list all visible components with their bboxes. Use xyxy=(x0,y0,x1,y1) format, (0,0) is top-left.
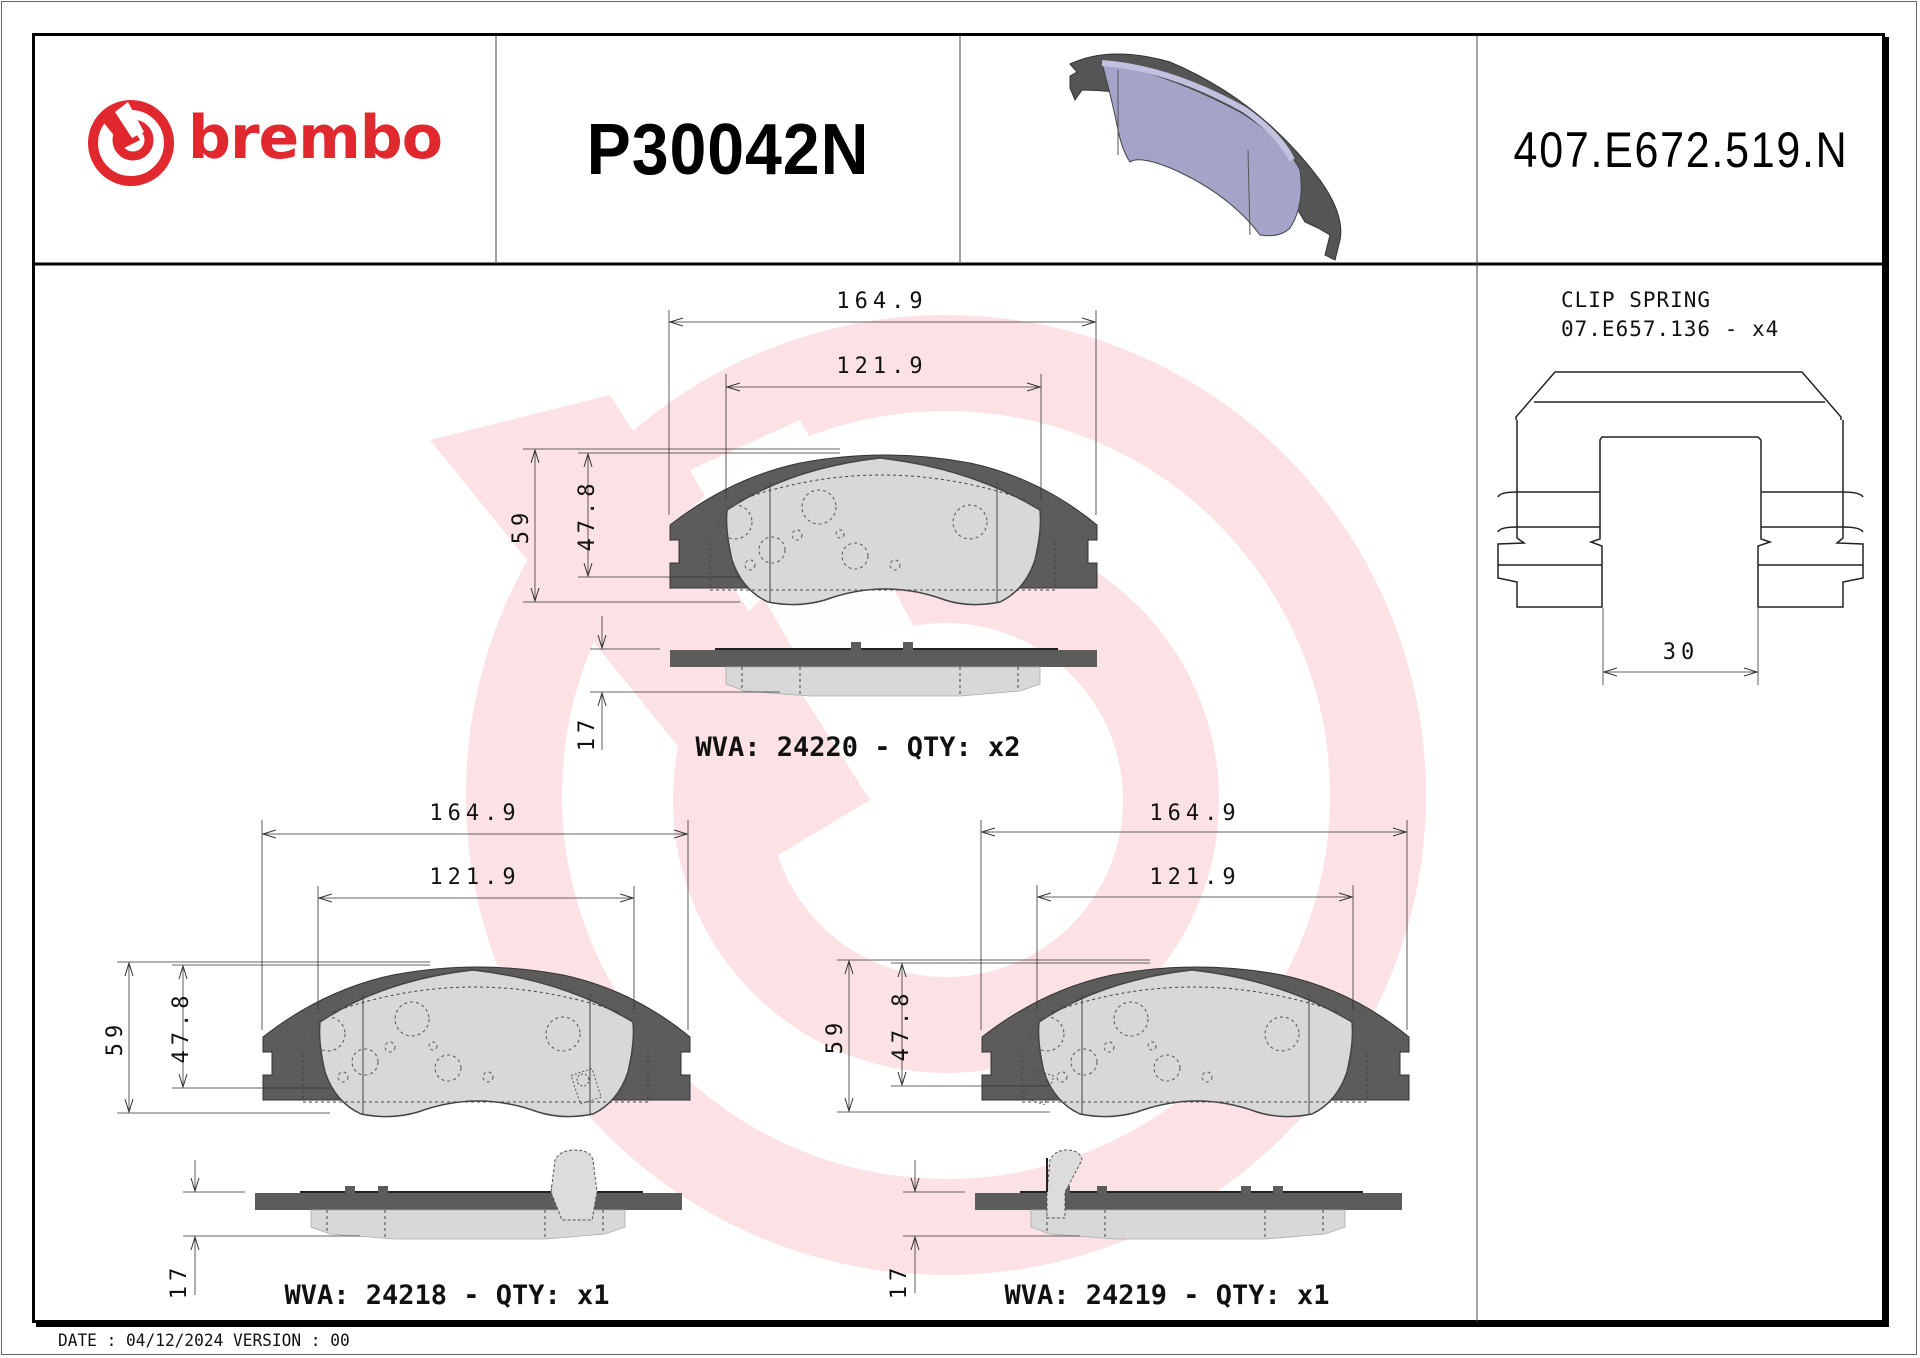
dim-clip-width: 30 xyxy=(1663,640,1700,665)
dim-friction-width: 121.9 xyxy=(429,865,520,890)
drawing-frame xyxy=(32,33,1885,1323)
dim-overall-width: 164.9 xyxy=(836,289,927,314)
dim-friction-height: 47.8 xyxy=(575,479,600,552)
dim-overall-width: 164.9 xyxy=(1149,801,1240,826)
dim-overall-height: 59 xyxy=(509,508,534,545)
dim-friction-width: 121.9 xyxy=(1149,865,1240,890)
dim-overall-height: 59 xyxy=(103,1020,128,1057)
pad-bottom-left: 164.9 121.9 59 47.8 17 WVA: 24218 - QTY:… xyxy=(103,801,691,1311)
clip-spring-title: CLIP SPRING xyxy=(1561,288,1712,312)
part-number: P30042N xyxy=(586,110,870,190)
wva-label: WVA: 24220 - QTY: x2 xyxy=(695,732,1020,763)
wva-label: WVA: 24219 - QTY: x1 xyxy=(1004,1280,1329,1311)
pad-bottom-right: 164.9 121.9 59 47.8 17 WVA: 24219 - QTY:… xyxy=(823,801,1410,1311)
dim-overall-width: 164.9 xyxy=(429,801,520,826)
pad-top-center: 164.9 121.9 59 47.8 17 WVA: 24220 - QTY:… xyxy=(509,289,1098,763)
clip-spring-part: 07.E657.136 - x4 xyxy=(1561,317,1780,341)
dim-thickness: 17 xyxy=(887,1263,912,1300)
wva-label: WVA: 24218 - QTY: x1 xyxy=(284,1280,609,1311)
dim-thickness: 17 xyxy=(575,715,600,752)
dim-friction-width: 121.9 xyxy=(836,354,927,379)
product-code: 407.E672.519.N xyxy=(1513,122,1849,178)
dim-friction-height: 47.8 xyxy=(889,989,914,1062)
dim-thickness: 17 xyxy=(167,1263,192,1300)
clip-spring-label: CLIP SPRING 07.E657.136 - x4 xyxy=(1561,286,1779,344)
clip-spring-dimension: 30 xyxy=(1602,608,1759,685)
clip-spring-drawing xyxy=(1497,371,1864,608)
brembo-logo-icon xyxy=(88,100,174,186)
dim-friction-height: 47.8 xyxy=(169,991,194,1064)
dim-overall-height: 59 xyxy=(823,1018,848,1055)
footer-date-version: DATE : 04/12/2024 VERSION : 00 xyxy=(58,1331,350,1351)
product-render-image xyxy=(1069,53,1342,261)
brand-logo: brembo xyxy=(188,103,443,173)
